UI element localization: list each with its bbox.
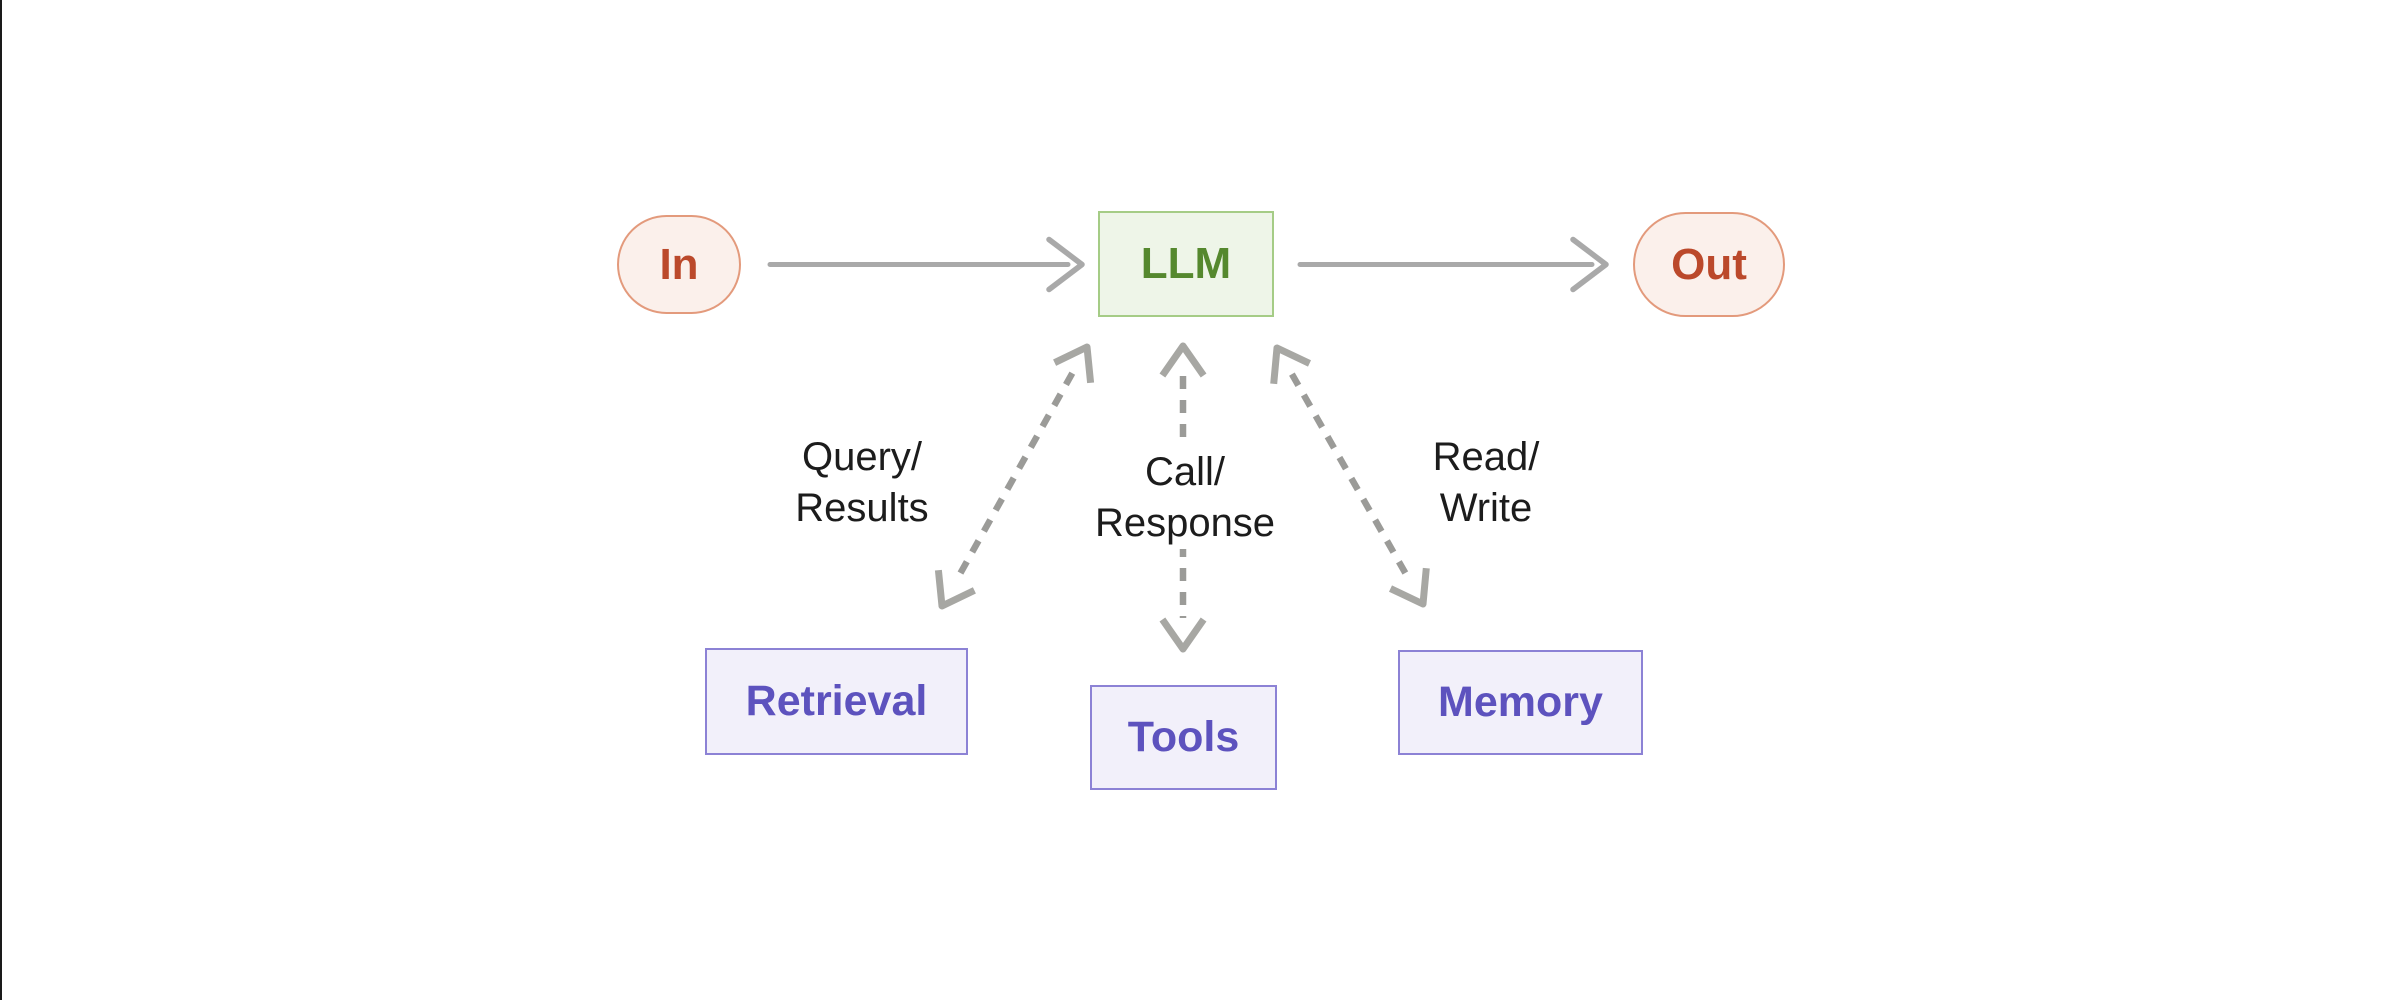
node-retrieval: Retrieval xyxy=(705,648,968,755)
edge-label-query-results-line1: Query/ xyxy=(801,435,923,479)
node-in: In xyxy=(617,215,741,314)
node-tools: Tools xyxy=(1090,685,1277,790)
node-in-label: In xyxy=(659,239,699,289)
edge-label-read-write-line2: Write xyxy=(1439,486,1533,530)
edge-label-read-write: Read/ Write xyxy=(1366,432,1606,534)
arrow-llm-to-out xyxy=(1297,236,1609,293)
edge-label-call-response: Call/ Response xyxy=(1058,447,1312,549)
node-out: Out xyxy=(1633,212,1785,317)
node-llm-label: LLM xyxy=(1140,239,1232,288)
node-tools-label: Tools xyxy=(1127,713,1240,761)
dashed-arrow-llm-memory xyxy=(1270,344,1430,608)
edge-label-call-response-line2: Response xyxy=(1094,501,1276,545)
window-left-border xyxy=(0,0,2,1000)
node-memory: Memory xyxy=(1398,650,1643,755)
arrow-in-to-llm xyxy=(767,236,1085,293)
edge-label-read-write-line1: Read/ xyxy=(1432,435,1540,479)
node-llm: LLM xyxy=(1098,211,1274,317)
node-out-label: Out xyxy=(1671,239,1747,289)
edge-label-call-response-line1: Call/ xyxy=(1144,450,1226,494)
node-memory-label: Memory xyxy=(1438,678,1603,726)
edge-label-query-results: Query/ Results xyxy=(742,432,982,534)
edge-label-query-results-line2: Results xyxy=(795,486,929,530)
dashed-arrow-llm-retrieval xyxy=(934,343,1095,610)
node-retrieval-label: Retrieval xyxy=(745,677,928,725)
